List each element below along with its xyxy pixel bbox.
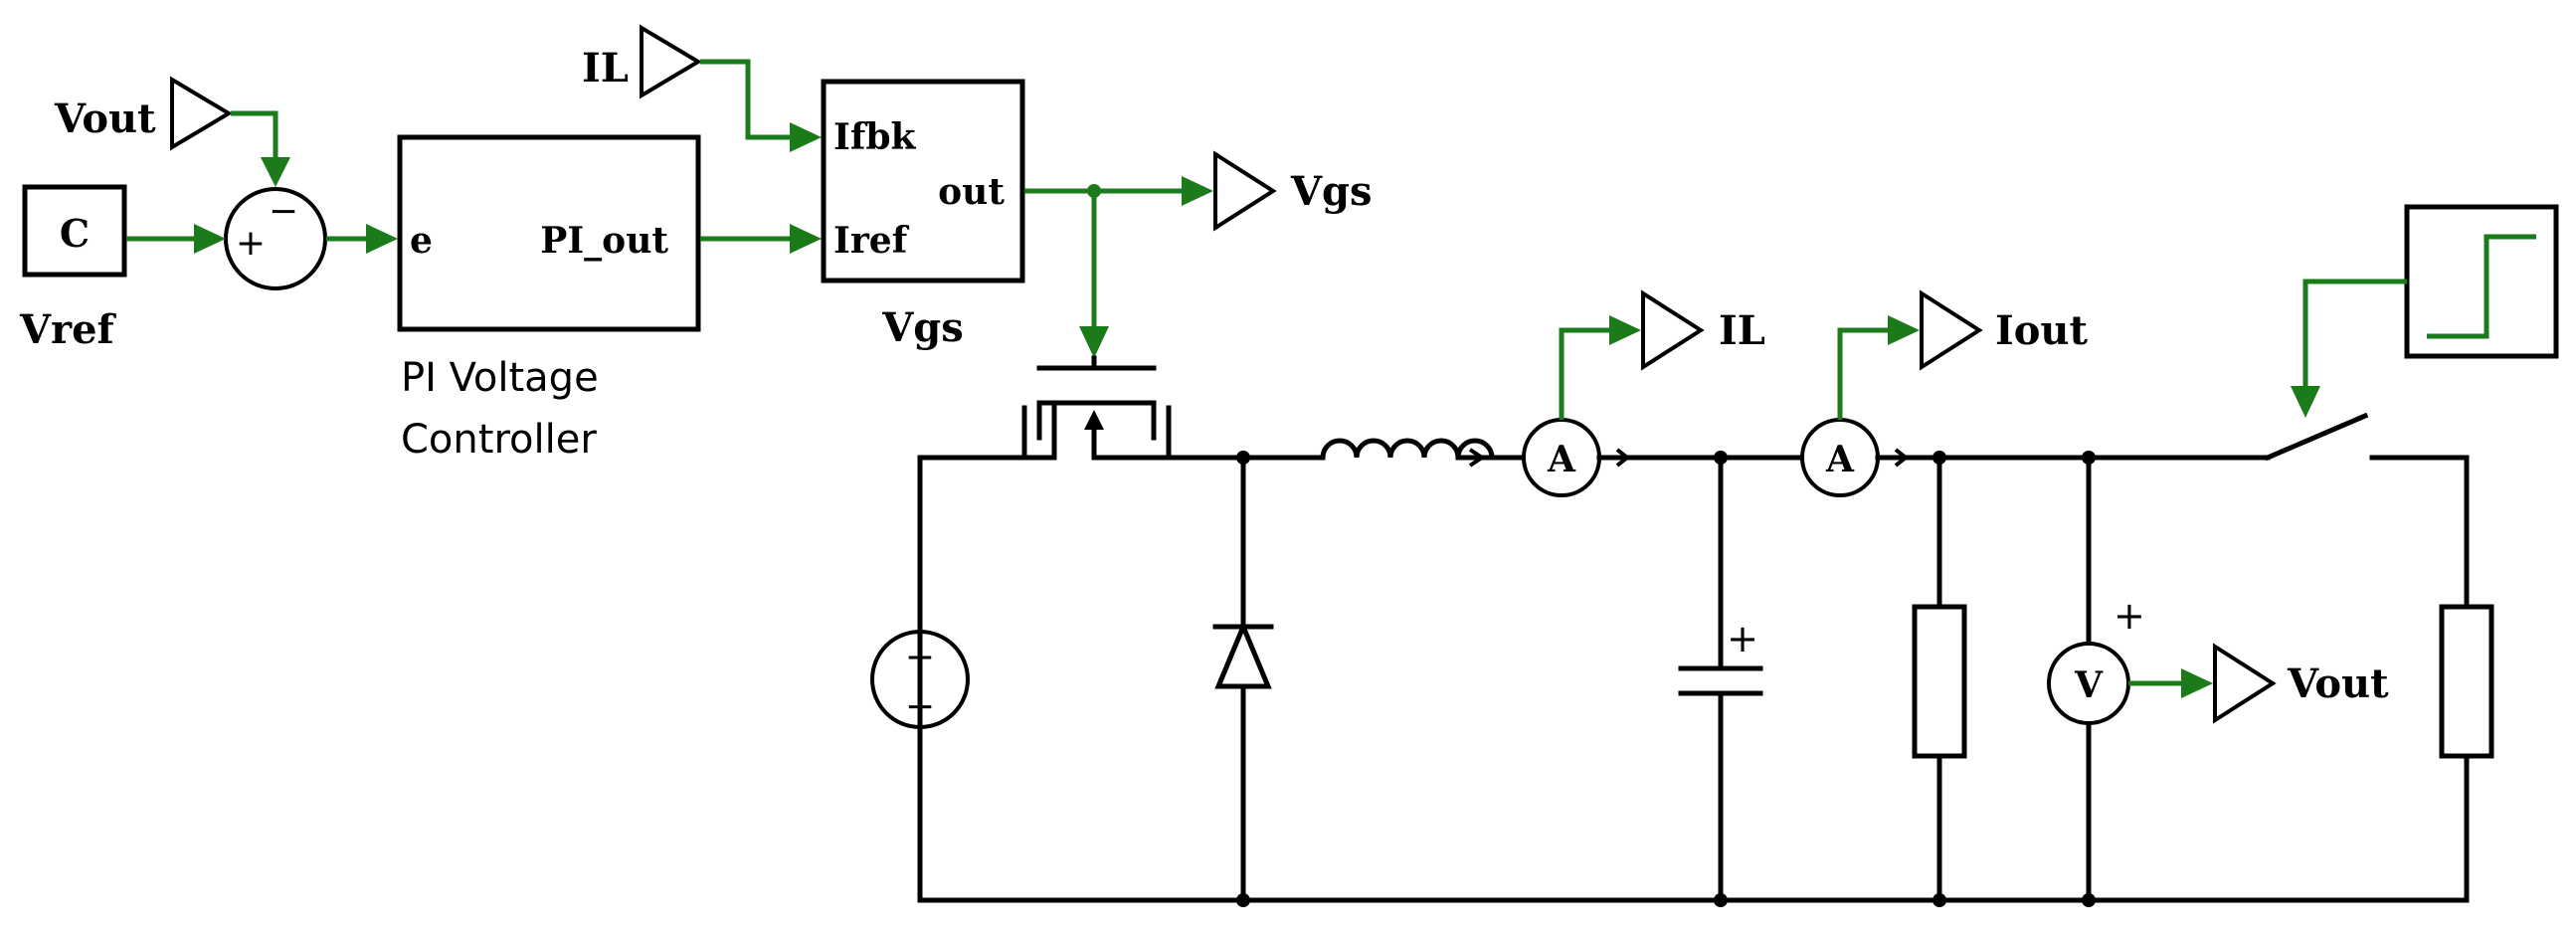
arrow-vout-to-sum [261, 157, 290, 187]
vref-constant-block: C [22, 184, 127, 278]
vout-input-tag [170, 76, 233, 151]
arrow-il-to-vgs [790, 122, 822, 152]
ammeter-il: A [1522, 418, 1601, 497]
pi-caption-line1: PI Voltage [401, 355, 599, 401]
load-resistor-1 [1912, 604, 1967, 759]
vgs-iref-port: Iref [833, 220, 910, 262]
source-plus-sign: + [905, 637, 935, 677]
ammeter-iout-symbol: A [1825, 439, 1855, 480]
pi-input-port: e [410, 220, 433, 262]
sum-minus-sign: − [269, 191, 298, 232]
pi-output-port: PI_out [540, 220, 668, 262]
load-resistor-2 [2439, 604, 2494, 759]
pi-controller-block: e PI_out [397, 134, 701, 332]
ammeter-iout: A [1800, 418, 1880, 497]
il-output-label: IL [1719, 307, 1765, 354]
load-switch [2264, 412, 2470, 462]
vgs-ifbk-port: Ifbk [833, 116, 916, 158]
capacitor-plus-sign: + [1727, 617, 1758, 660]
vout-output-tag [2213, 643, 2277, 724]
vref-constant-symbol: C [60, 211, 90, 256]
voltmeter: V + [2047, 594, 2145, 725]
arrow-sum-to-pi [366, 224, 398, 254]
junction-dots [1236, 451, 2096, 907]
arrow-to-il-tag [1609, 315, 1641, 345]
arrow-to-gate [1079, 326, 1109, 358]
vgs-output-tag [1213, 150, 1277, 232]
vref-label: Vref [19, 306, 117, 353]
iout-output-tag [1920, 289, 1983, 371]
freewheeling-diode [1212, 620, 1274, 689]
mosfet-switch [1021, 355, 1172, 461]
ammeter-il-symbol: A [1547, 439, 1576, 480]
arrow-to-vout-tag [2181, 668, 2213, 698]
arrow-vref-to-sum [194, 224, 226, 254]
il-input-tag [640, 24, 702, 99]
voltmeter-plus-sign: + [2114, 594, 2145, 638]
voltmeter-symbol: V [2074, 664, 2104, 706]
sum-junction: + − [224, 187, 327, 290]
vgs-block-caption: Vgs [881, 304, 964, 351]
source-minus-sign: − [905, 686, 935, 727]
output-capacitor: + [1678, 617, 1763, 696]
inductor [1320, 438, 1495, 461]
vout-input-label: Vout [54, 95, 156, 142]
il-output-tag [1641, 289, 1705, 371]
vgs-control-block: Ifbk Iref out [821, 79, 1025, 283]
vout-output-label: Vout [2287, 660, 2389, 707]
vgs-out-port: out [938, 171, 1005, 213]
dc-voltage-source: + − [870, 630, 970, 729]
arrow-to-iout-tag [1888, 315, 1920, 345]
step-signal-block [2404, 204, 2559, 359]
arrow-step-to-switch [2291, 386, 2320, 418]
iout-output-label: Iout [1995, 307, 2088, 354]
arrow-pi-to-vgs [790, 224, 822, 254]
il-input-label: IL [582, 45, 629, 92]
vgs-output-label: Vgs [1290, 168, 1373, 215]
sum-plus-sign: + [236, 223, 266, 264]
arrow-to-vgs-tag [1182, 176, 1213, 206]
pi-caption-line2: Controller [401, 417, 597, 463]
